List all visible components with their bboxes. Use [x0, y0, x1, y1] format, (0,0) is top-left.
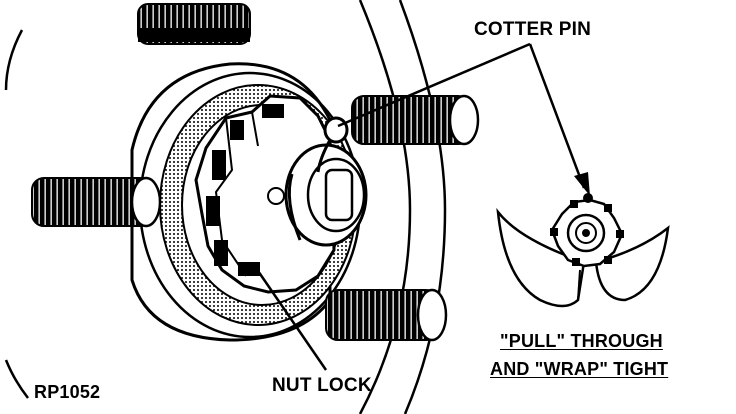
wheel-rim — [4, 0, 447, 414]
cotter-pin-leader-to-detail — [528, 43, 586, 189]
cotter-pin-label: COTTER PIN — [474, 19, 592, 40]
spindle-end — [267, 143, 368, 247]
cotter-pin-detail-view — [496, 193, 670, 308]
top-wheel-stud — [137, 3, 251, 45]
nut-lock — [194, 94, 336, 294]
lower-right-wheel-stud — [325, 288, 448, 342]
instruction-line-1: "PULL" THROUGH — [500, 331, 663, 351]
cotter-pin-arrowhead — [574, 172, 590, 196]
instruction-line-2: AND "WRAP" TIGHT — [490, 359, 669, 379]
leader-lines — [254, 42, 586, 371]
nut-lock-label: NUT LOCK — [272, 375, 372, 396]
figure-code: RP1052 — [34, 382, 101, 402]
upper-right-wheel-stud — [351, 94, 480, 146]
nut-lock-leader — [254, 267, 328, 371]
cotter-pin-leader-to-hub — [337, 42, 531, 128]
left-wheel-stud — [31, 176, 162, 228]
